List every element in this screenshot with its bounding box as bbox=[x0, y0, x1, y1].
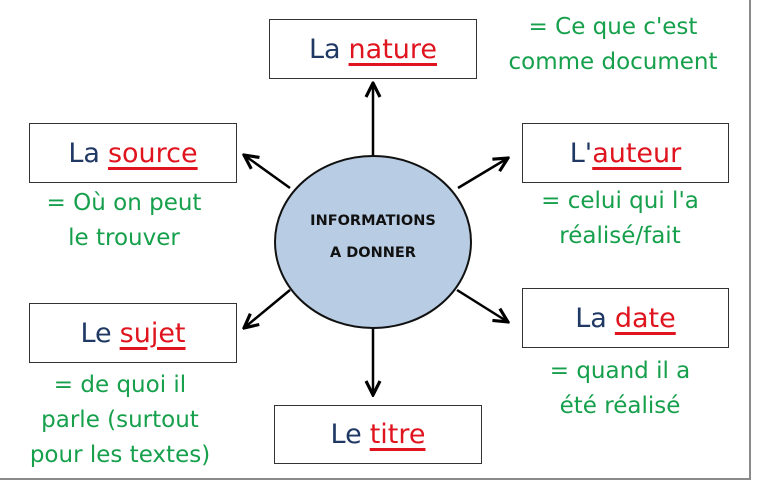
desc-line: le trouver bbox=[68, 225, 180, 251]
center-label: INFORMATIONS A DONNER bbox=[275, 205, 471, 269]
center-line-2: A DONNER bbox=[330, 245, 416, 261]
node-keyword: source bbox=[107, 137, 198, 169]
center-circle bbox=[274, 155, 472, 329]
node-article: Le bbox=[80, 317, 112, 349]
desc-line: réalisé/fait bbox=[559, 223, 681, 249]
desc-auteur: = celui qui l'a réalisé/fait bbox=[541, 184, 699, 254]
node-article: Le bbox=[330, 419, 362, 450]
arrow-to-sujet bbox=[244, 289, 291, 328]
desc-line: pour les textes) bbox=[29, 442, 211, 468]
center-line-1: INFORMATIONS bbox=[310, 213, 436, 229]
node-article: L' bbox=[569, 137, 593, 169]
desc-line: = Où on peut bbox=[46, 190, 202, 216]
node-keyword: nature bbox=[348, 33, 438, 65]
desc-line: comme document bbox=[508, 49, 718, 75]
node-article: La bbox=[575, 302, 607, 334]
arrow-to-date bbox=[456, 288, 508, 322]
node-keyword: titre bbox=[369, 419, 426, 450]
desc-line: = celui qui l'a bbox=[541, 188, 699, 214]
arrow-to-auteur bbox=[457, 158, 508, 190]
node-keyword: sujet bbox=[119, 317, 186, 349]
desc-line: parle (surtout bbox=[41, 407, 199, 433]
node-keyword: date bbox=[614, 302, 676, 334]
desc-line: = quand il a bbox=[549, 358, 691, 384]
node-auteur: L'auteur bbox=[522, 123, 729, 183]
desc-source: = Où on peut le trouver bbox=[47, 186, 202, 256]
frame-border bbox=[0, 0, 751, 480]
arrow-to-source bbox=[244, 155, 291, 190]
desc-line: été réalisé bbox=[559, 393, 681, 419]
desc-nature: = Ce que c'est comme document bbox=[508, 10, 717, 80]
node-article: La bbox=[68, 137, 100, 169]
desc-line: = Ce que c'est bbox=[528, 14, 698, 40]
node-article: La bbox=[308, 33, 341, 65]
node-keyword: auteur bbox=[592, 137, 682, 169]
desc-sujet: = de quoi il parle (surtout pour les tex… bbox=[30, 368, 210, 473]
desc-line: = de quoi il bbox=[53, 372, 187, 398]
desc-date: = quand il a été réalisé bbox=[550, 354, 691, 424]
